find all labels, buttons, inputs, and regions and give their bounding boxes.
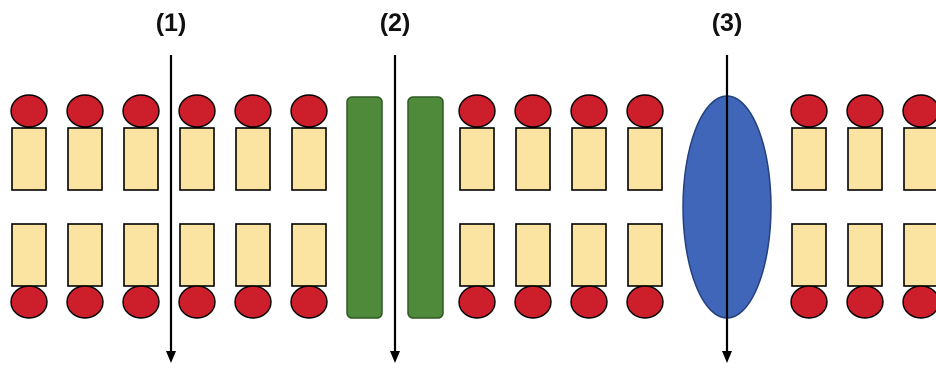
label-3: (3) xyxy=(711,9,743,37)
lipid-tail-lower xyxy=(903,223,936,287)
lipid-tail-lower xyxy=(791,223,827,287)
arrow-3 xyxy=(722,55,732,363)
lipid-tail-upper xyxy=(179,127,215,191)
lipid-tail-lower xyxy=(291,223,327,287)
lipid-tail-upper xyxy=(903,127,936,191)
lipid-head-lower xyxy=(122,285,160,319)
channel-protein-right xyxy=(407,96,444,319)
lipid-tail-lower xyxy=(515,223,551,287)
lipid-head-upper xyxy=(570,94,608,128)
lipid-head-upper xyxy=(122,94,160,128)
lipid-tail-upper xyxy=(235,127,271,191)
lipid-head-upper xyxy=(902,94,936,128)
label-1: (1) xyxy=(155,9,187,37)
channel-protein-left xyxy=(346,96,383,319)
lipid-tail-upper xyxy=(123,127,159,191)
membrane-proteins xyxy=(346,95,772,319)
lipid-head-lower xyxy=(290,285,328,319)
lipid-tail-upper xyxy=(11,127,47,191)
lipid-head-upper xyxy=(234,94,272,128)
lipid-tail-lower xyxy=(123,223,159,287)
lipid-tail-upper xyxy=(291,127,327,191)
lipid-tail-upper xyxy=(847,127,883,191)
lipid-tail-lower xyxy=(571,223,607,287)
lipid-tail-lower xyxy=(67,223,103,287)
lipid-head-upper xyxy=(66,94,104,128)
lipid-head-lower xyxy=(846,285,884,319)
lipid-head-upper xyxy=(458,94,496,128)
label-2: (2) xyxy=(379,9,411,37)
lipid-tail-lower xyxy=(847,223,883,287)
lipid-tail-lower xyxy=(627,223,663,287)
lipid-head-upper xyxy=(514,94,552,128)
lipid-head-lower xyxy=(234,285,272,319)
lipid-tail-lower xyxy=(235,223,271,287)
lipid-tail-upper xyxy=(67,127,103,191)
lipid-head-lower xyxy=(514,285,552,319)
lipid-head-lower xyxy=(902,285,936,319)
lipid-head-lower xyxy=(626,285,664,319)
lipid-bilayer xyxy=(10,94,936,319)
lipid-tail-upper xyxy=(515,127,551,191)
lipid-head-upper xyxy=(178,94,216,128)
lipid-tail-upper xyxy=(571,127,607,191)
lipid-head-lower xyxy=(570,285,608,319)
transport-arrows xyxy=(166,55,732,363)
arrow-2 xyxy=(390,55,400,363)
lipid-head-upper xyxy=(10,94,48,128)
lipid-tail-upper xyxy=(791,127,827,191)
lipid-head-upper xyxy=(626,94,664,128)
lipid-tail-lower xyxy=(11,223,47,287)
lipid-head-upper xyxy=(846,94,884,128)
lipid-head-lower xyxy=(66,285,104,319)
arrow-1 xyxy=(166,55,176,363)
lipid-head-lower xyxy=(790,285,828,319)
lipid-tail-upper xyxy=(459,127,495,191)
lipid-head-lower xyxy=(178,285,216,319)
lipid-tail-lower xyxy=(459,223,495,287)
lipid-tail-upper xyxy=(627,127,663,191)
lipid-head-lower xyxy=(458,285,496,319)
lipid-head-lower xyxy=(10,285,48,319)
lipid-tail-lower xyxy=(179,223,215,287)
lipid-head-upper xyxy=(290,94,328,128)
lipid-head-upper xyxy=(790,94,828,128)
